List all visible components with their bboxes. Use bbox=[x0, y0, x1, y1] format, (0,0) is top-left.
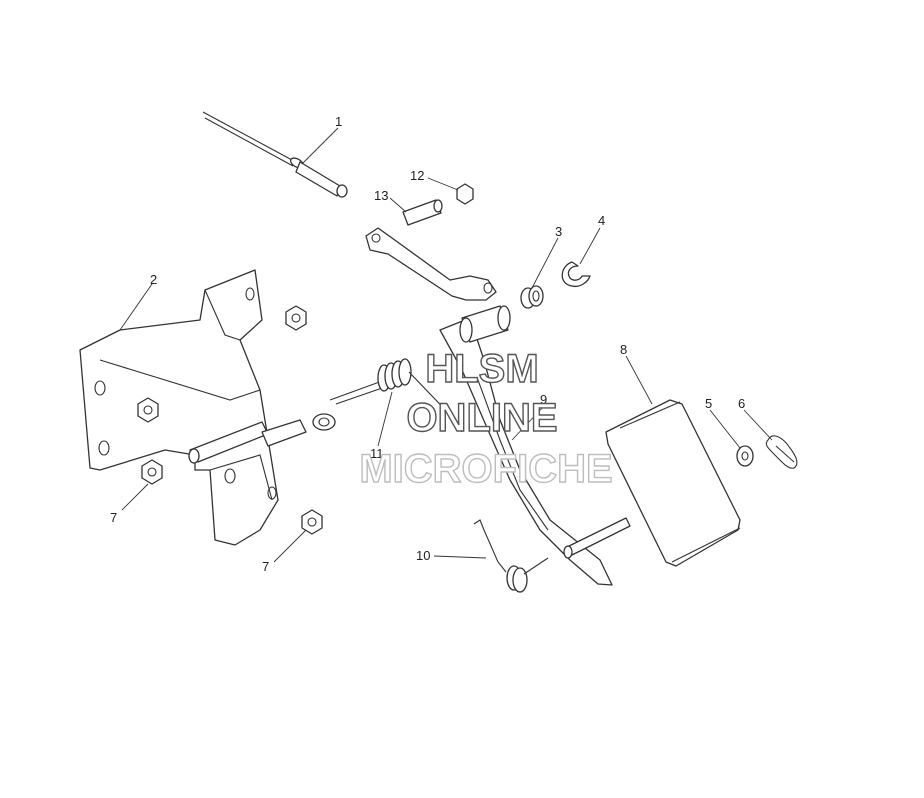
nut-mid bbox=[137, 397, 159, 423]
watermark-line2: ONLINE bbox=[406, 396, 557, 440]
lever-arm bbox=[365, 227, 497, 301]
leader-lines bbox=[119, 127, 773, 563]
part-4-clip bbox=[561, 261, 591, 288]
callout-7-right: 7 bbox=[262, 559, 269, 574]
part-8-pedal-pad bbox=[563, 399, 741, 567]
callout-12: 12 bbox=[410, 168, 424, 183]
part-6-hairpin bbox=[765, 435, 798, 469]
part-7-nut-left bbox=[141, 459, 163, 485]
callout-4: 4 bbox=[598, 213, 605, 228]
callout-2: 2 bbox=[150, 272, 157, 287]
callout-3: 3 bbox=[555, 224, 562, 239]
part-10-return-spring bbox=[473, 519, 549, 593]
callout-9: 9 bbox=[540, 392, 547, 407]
callout-6: 6 bbox=[738, 396, 745, 411]
part-5-washer bbox=[736, 445, 754, 467]
callout-8: 8 bbox=[620, 342, 627, 357]
part-13-pin bbox=[402, 199, 443, 226]
callouts: 1 2 3 4 5 6 7 7 8 9 10 11 12 13 bbox=[110, 114, 745, 574]
callout-10: 10 bbox=[416, 548, 430, 563]
part-9-pedal-lever bbox=[439, 305, 613, 586]
callout-1: 1 bbox=[335, 114, 342, 129]
part-1-cable bbox=[202, 111, 348, 198]
callout-7-left: 7 bbox=[110, 510, 117, 525]
callout-13: 13 bbox=[374, 188, 388, 203]
part-12-nut bbox=[456, 183, 474, 205]
part-3-bushing bbox=[520, 285, 544, 309]
watermark-line3: MICROFICHE bbox=[359, 447, 612, 491]
watermark: HLSM ONLINE MICROFICHE bbox=[359, 346, 614, 491]
part-2-bracket bbox=[79, 269, 307, 546]
callout-11: 11 bbox=[370, 446, 384, 461]
bushing bbox=[312, 413, 336, 431]
part-11-spring bbox=[329, 358, 463, 433]
part-7-nut-right bbox=[301, 509, 323, 535]
watermark-line1: HLSM bbox=[425, 347, 538, 391]
nut-top bbox=[285, 305, 307, 331]
callout-5: 5 bbox=[705, 396, 712, 411]
